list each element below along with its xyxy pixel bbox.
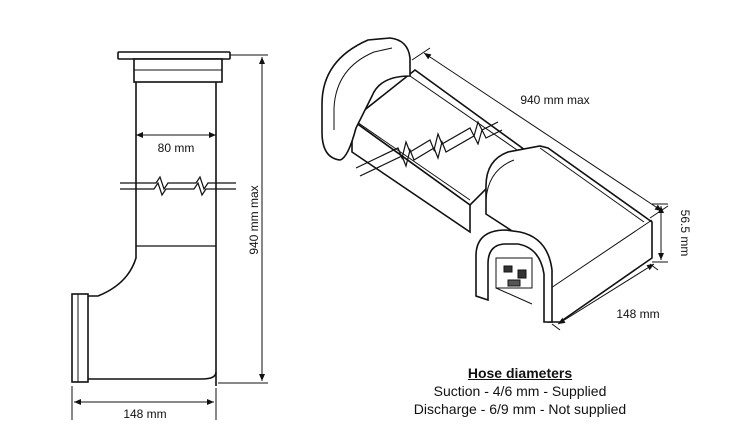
legend-discharge: Discharge - 6/9 mm - Not supplied <box>413 401 627 417</box>
front-break-line-1 <box>120 175 236 191</box>
iso-view <box>321 37 653 323</box>
front-elbow-curve <box>86 246 137 297</box>
iso-height-dimension <box>652 203 668 263</box>
front-top-cap <box>117 51 231 60</box>
iso-front-end-cap <box>475 229 553 323</box>
iso-width-dimension <box>551 263 659 331</box>
iso-height-label: 56.5 mm <box>678 210 692 257</box>
front-width-dimension: 80 mm <box>136 132 216 155</box>
front-width-label: 80 mm <box>158 141 195 155</box>
legend-suction: Suction - 4/6 mm - Supplied <box>433 383 607 399</box>
hose-diameters-legend: Hose diameters Suction - 4/6 mm - Suppli… <box>370 364 670 418</box>
front-base-dimension <box>71 386 217 420</box>
iso-length-label: 940 mm max <box>520 93 589 107</box>
front-height-dimension <box>218 54 268 384</box>
legend-title: Hose diameters <box>467 365 573 381</box>
iso-back-end-cap <box>321 37 411 161</box>
front-break-line-2 <box>120 181 236 197</box>
front-hose-flange <box>71 293 89 383</box>
pump-head-detail <box>495 257 533 305</box>
front-height-label: 940 mm max <box>247 185 261 254</box>
front-base-label: 148 mm <box>123 407 166 421</box>
iso-width-label: 148 mm <box>616 307 659 321</box>
front-view <box>71 51 236 386</box>
